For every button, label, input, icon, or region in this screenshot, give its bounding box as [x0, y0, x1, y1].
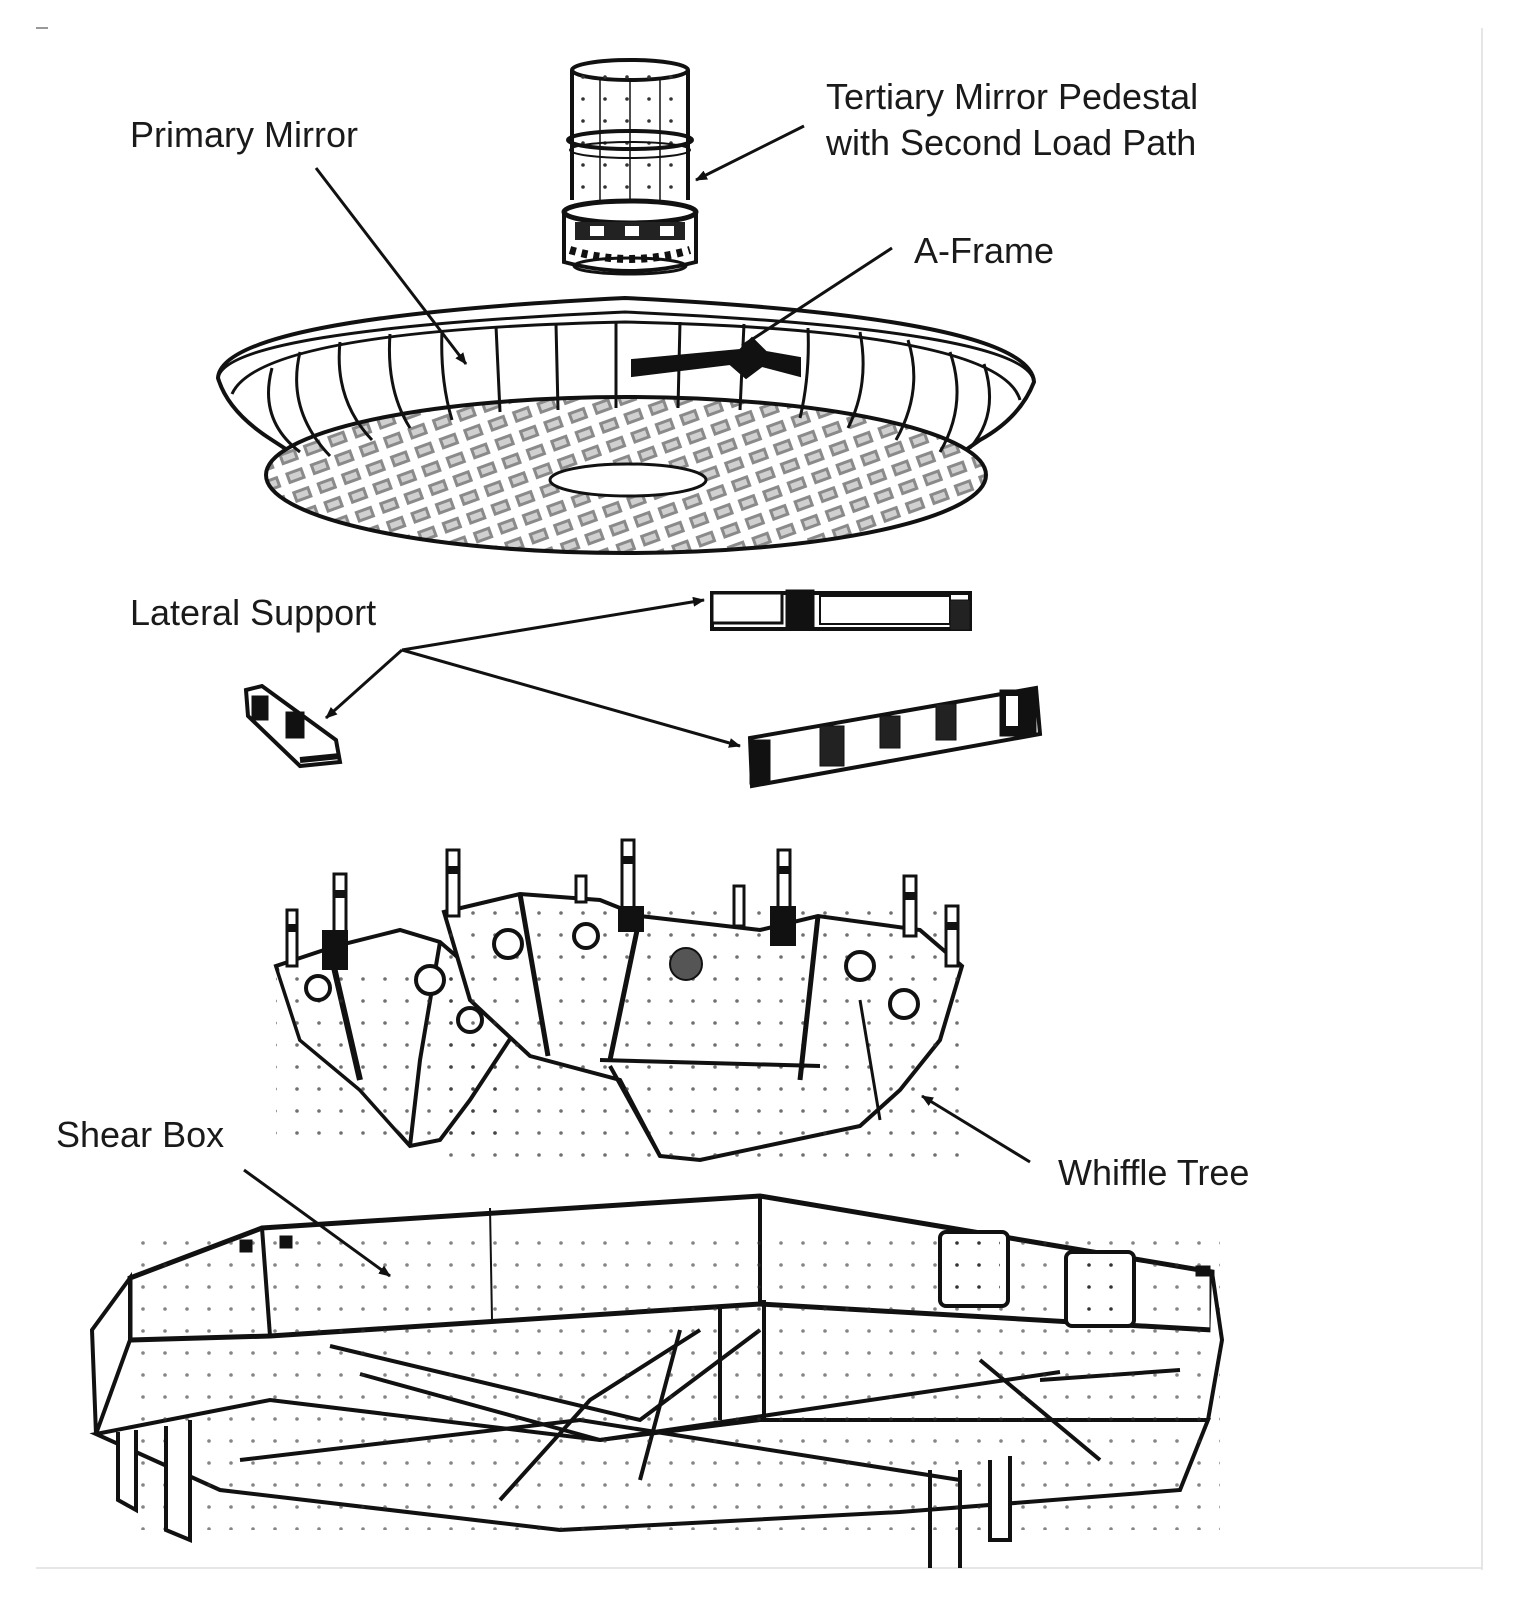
tertiary-mirror-pedestal-label: Tertiary Mirror Pedestal — [826, 76, 1199, 117]
shear-box — [89, 1193, 1225, 1568]
lateral-support-left — [243, 683, 343, 769]
tertiary-mirror-pedestal — [561, 58, 699, 276]
tertiary-mirror-pedestal-sublabel: with Second Load Path — [826, 122, 1197, 163]
whiffle-tree-label: Whiffle Tree — [1058, 1152, 1250, 1193]
whiffle-tree — [273, 838, 965, 1163]
lateral-support-lower — [747, 685, 1043, 789]
primary-mirror-label: Primary Mirror — [130, 114, 358, 155]
primary-mirror — [215, 295, 1037, 555]
lateral-support-upper — [710, 589, 972, 631]
lateral-support-label: Lateral Support — [130, 592, 377, 633]
a-frame-label: A-Frame — [914, 230, 1055, 271]
leader-arrows — [243, 124, 1031, 1278]
shear-box-label: Shear Box — [56, 1114, 225, 1155]
